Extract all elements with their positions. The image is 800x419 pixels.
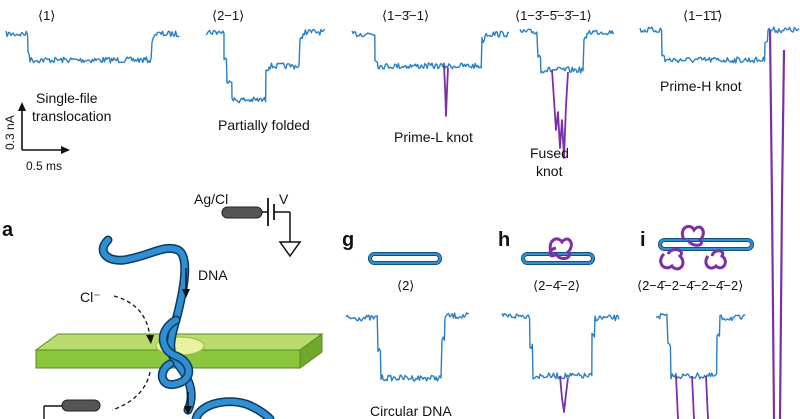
dna-strand [98, 235, 275, 419]
knot-spike-h [559, 375, 569, 413]
panel-letter-h: h [498, 229, 510, 251]
top-row-traces [5, 26, 800, 419]
molecule-knotted-i [658, 224, 754, 271]
knot-spike-prime-h-return [778, 49, 786, 419]
caption-single-file-2: translocation [32, 108, 111, 124]
membrane [34, 333, 324, 369]
ion-label: Cl⁻ [80, 289, 101, 305]
electrode-label: Ag/Cl [194, 191, 228, 207]
scale-current-label: 0.3 nA [3, 115, 17, 150]
notation-h: ⟨2−4̄−2⟩ [533, 278, 580, 293]
panel-letter-i: i [640, 229, 646, 251]
knot-spike-fused [551, 69, 569, 159]
bottom-row-traces [345, 312, 746, 419]
notation-fused: ⟨1−3̄−5̄−3̄−1⟩ [515, 8, 592, 23]
dna-label: DNA [198, 267, 228, 283]
trace-knot-h [501, 313, 620, 380]
notation-2-1: ⟨2−1⟩ [212, 8, 244, 23]
caption-fused-2: knot [536, 163, 563, 179]
panel-letter-g: g [342, 229, 354, 251]
caption-partially-folded: Partially folded [218, 117, 310, 133]
caption-prime-h: Prime-H knot [660, 78, 742, 94]
trace-prime-h [639, 26, 800, 64]
scale-time-label: 0.5 ms [26, 159, 62, 173]
electrode-top [221, 198, 302, 258]
trace-partially-folded [205, 28, 326, 104]
notation-prime-l: ⟨1−3̄−1⟩ [382, 8, 429, 23]
trace-single-file [5, 30, 180, 64]
trace-fused [519, 28, 615, 74]
voltage-label: V [279, 191, 289, 207]
caption-single-file-1: Single-file [36, 90, 98, 106]
trace-knot-i [656, 312, 746, 380]
notation-g: ⟨2⟩ [397, 278, 414, 293]
notation-1: ⟨1⟩ [38, 8, 55, 23]
knot-spike-i-3 [705, 375, 709, 419]
knot-spike-i-2 [691, 375, 695, 419]
trace-circular [345, 312, 470, 382]
scale-bar: 0.3 nA 0.5 ms [3, 102, 70, 173]
molecule-circular-dna [368, 252, 442, 265]
knot-spike-prime-h [768, 29, 776, 419]
notation-i: ⟨2−4̄−2−4̄−2−4̄−2⟩ [637, 278, 743, 293]
knot-spike-i-1 [675, 375, 679, 419]
caption-prime-l: Prime-L knot [394, 129, 473, 145]
knot-spike-prime-l [443, 65, 449, 117]
trace-prime-l [351, 30, 510, 70]
caption-fused-1: Fused [530, 145, 569, 161]
molecule-knotted-h [521, 237, 595, 265]
notation-prime-h: ⟨1−1̄1̄⟩ [683, 8, 722, 23]
panel-letter-a: a [2, 219, 14, 241]
electrode-bottom [43, 399, 101, 419]
caption-circular-dna: Circular DNA [370, 403, 452, 419]
